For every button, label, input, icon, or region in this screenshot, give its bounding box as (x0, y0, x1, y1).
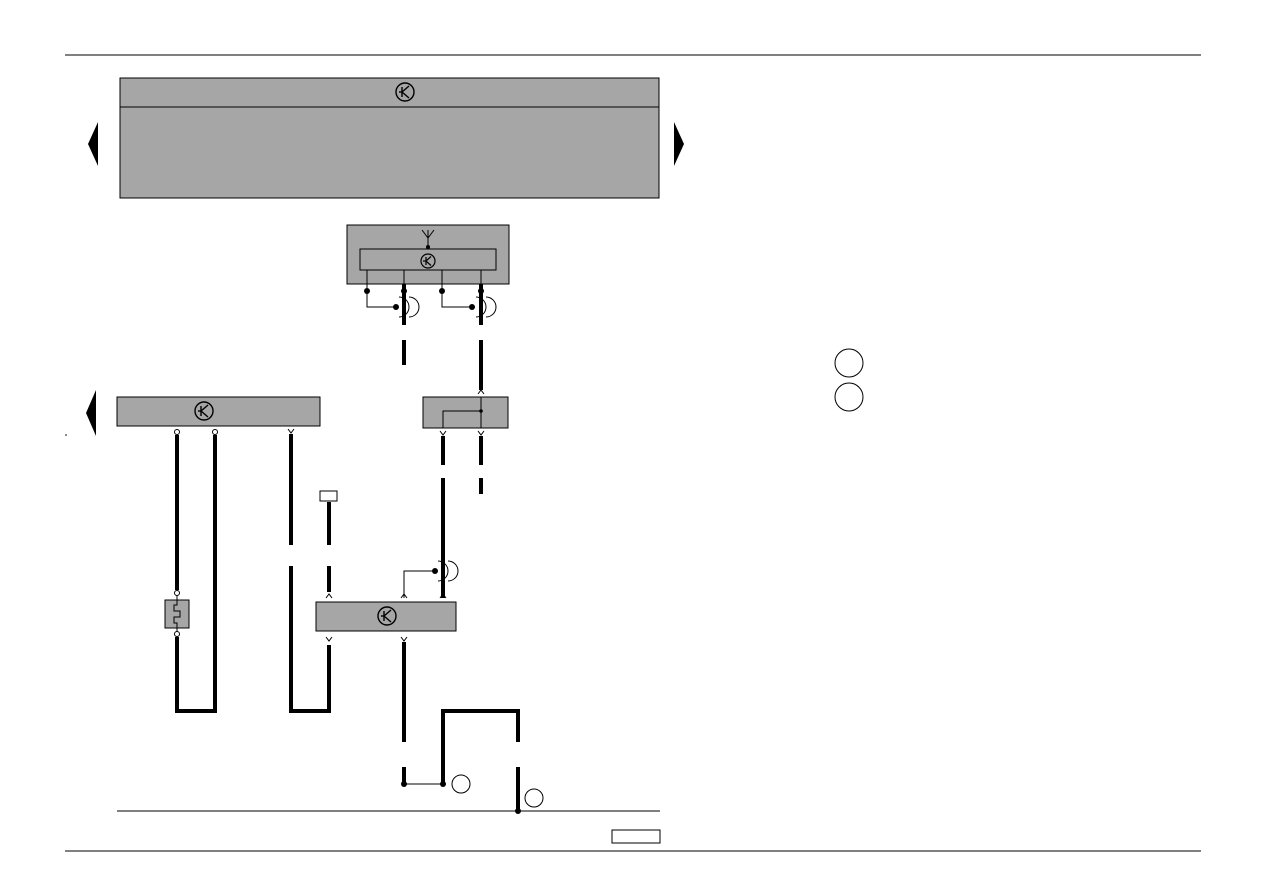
control-unit-icon (377, 606, 397, 626)
ground-marker-2 (524, 788, 544, 808)
antenna-unit-component (346, 224, 510, 285)
heater-resistor-icon (173, 596, 181, 632)
left-control-unit-component (116, 396, 321, 427)
connector-tag (319, 490, 338, 502)
control-unit-icon (194, 401, 214, 421)
circle-marker-icon (834, 382, 864, 412)
footer-code-box (611, 829, 661, 844)
previous-connection-arrow[interactable] (86, 390, 96, 436)
lower-control-unit-component (315, 593, 457, 642)
control-unit-icon (395, 82, 415, 102)
junction-box-wires (403, 436, 483, 598)
circle-marker-icon (451, 774, 471, 794)
circle-marker-icon (524, 788, 544, 808)
ground-wires (401, 642, 521, 814)
antenna-icon (421, 229, 435, 249)
heating-element-component (164, 596, 190, 632)
ground-marker-1 (451, 774, 471, 794)
stray-dot (65, 434, 67, 436)
top-banner-component (119, 77, 660, 199)
previous-page-arrow[interactable] (88, 122, 98, 166)
legend-marker-1 (834, 348, 864, 378)
circle-marker-icon (834, 348, 864, 378)
next-page-arrow[interactable] (674, 122, 684, 166)
legend-marker-2 (834, 382, 864, 412)
junction-box-component (422, 389, 509, 436)
left-unit-wires (174, 428, 333, 713)
antenna-wires (364, 284, 497, 390)
control-unit-icon (420, 253, 436, 269)
